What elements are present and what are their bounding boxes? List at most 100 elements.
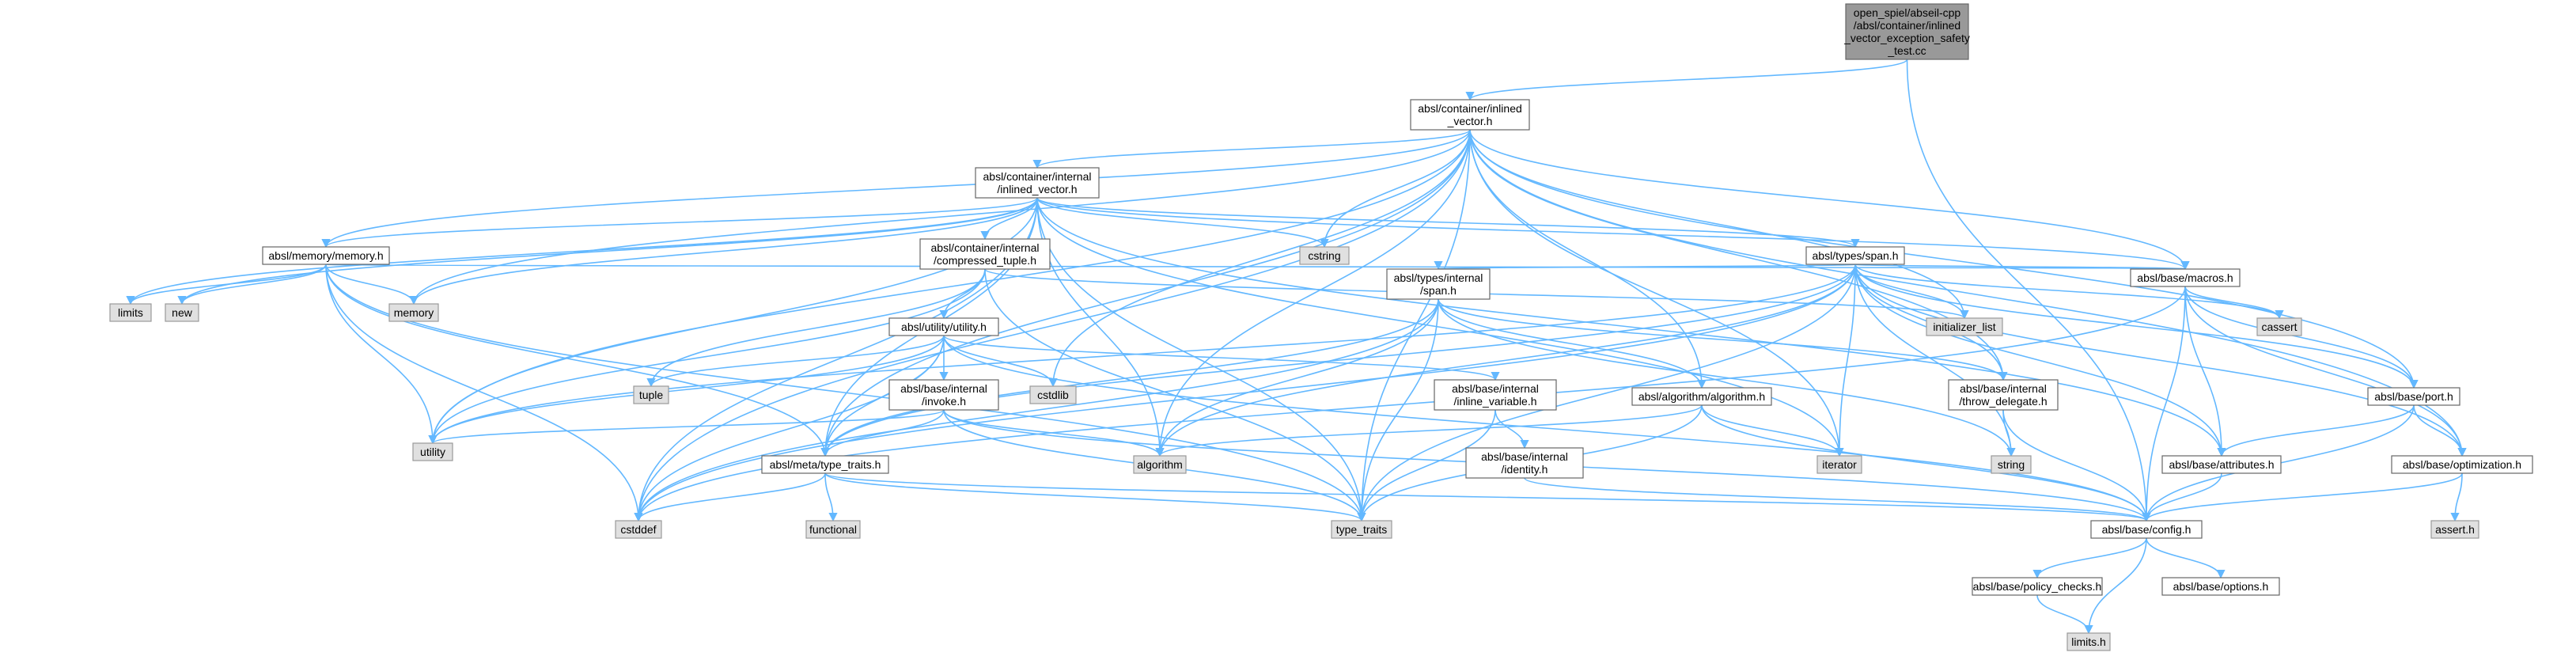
node-options[interactable]: absl/base/options.h (2161, 577, 2280, 596)
edge-types-internal-span-to-throw-delegate (1438, 298, 2008, 381)
node-box (388, 303, 439, 322)
edge-memory-h-to-memory (325, 264, 419, 305)
node-label: memory (394, 306, 434, 319)
node-types-internal-span[interactable]: absl/types/internal/span.h (1386, 268, 1491, 300)
node-box (1029, 385, 1077, 404)
node-label: string (1998, 458, 2025, 471)
node-config[interactable]: absl/base/config.h (2090, 520, 2203, 539)
node-label: absl/meta/type_traits.h (770, 458, 881, 471)
node-box (975, 167, 1100, 199)
edge-config-to-limits-h (2084, 537, 2147, 635)
node-label: /identity.h (1502, 463, 1548, 476)
node-root[interactable]: open_spiel/abseil-cpp/absl/container/inl… (1843, 3, 1970, 60)
node-invoke[interactable]: absl/base/internal/invoke.h (888, 379, 999, 411)
node-box (2367, 387, 2460, 406)
edge-span-to-algorithm (1155, 264, 1856, 457)
node-label: cassert (2261, 321, 2297, 333)
edge-types-internal-span-to-algorithm (1155, 298, 1439, 457)
edge-inlined-vector-to-throw-delegate (1469, 129, 2008, 381)
node-memory-h[interactable]: absl/memory/memory.h (262, 246, 390, 265)
node-inlined-vector[interactable]: absl/container/inlined_vector.h (1410, 99, 1530, 131)
edge-inlined-vector-to-macros (1469, 129, 2190, 271)
node-label: limits.h (2071, 635, 2106, 648)
edge-memory-h-to-limits (126, 264, 327, 305)
node-algorithm: algorithm (1133, 455, 1187, 474)
node-box (2161, 577, 2280, 596)
edge-internal-inlined-vector-to-attributes (1036, 197, 2226, 457)
edge-port-to-attributes (2217, 404, 2415, 457)
edge-throw-delegate-to-config (2002, 409, 2151, 522)
node-attributes[interactable]: absl/base/attributes.h (2161, 455, 2282, 474)
node-label: tuple (639, 389, 664, 401)
node-label: cstddef (620, 523, 656, 536)
edge-types-internal-span-to-string (1438, 298, 2016, 457)
node-label: open_spiel/abseil-cpp (1854, 6, 1961, 19)
node-utility-h[interactable]: absl/utility/utility.h (888, 317, 999, 336)
edge-macros-to-cstddef (634, 286, 2186, 522)
edge-utility-h-to-config (943, 335, 2151, 522)
node-box (1434, 379, 1557, 411)
edge-internal-inlined-vector-to-algorithm (1036, 197, 1165, 457)
node-span[interactable]: absl/types/span.h (1805, 246, 1905, 265)
edge-types-internal-span-to-algorithm-h (1438, 298, 1707, 389)
node-type-traits: type_traits (1331, 520, 1392, 539)
node-label: _vector_exception_safety (1843, 32, 1970, 44)
node-box (1805, 246, 1905, 265)
node-label: iterator (1822, 458, 1857, 471)
node-label: /absl/container/inlined (1854, 19, 1960, 32)
node-box (262, 246, 390, 265)
edges-layer (126, 59, 2467, 635)
node-box (888, 379, 999, 411)
edge-internal-inlined-vector-to-type-traits (1036, 197, 1366, 522)
node-label: absl/types/internal (1394, 271, 1483, 284)
edge-identity-to-config (1524, 477, 2151, 522)
node-box (1948, 379, 2059, 411)
node-box (109, 303, 152, 322)
node-label: absl/base/macros.h (2137, 271, 2233, 284)
edge-type-traits-h-to-functional (824, 472, 838, 522)
node-label: /inline_variable.h (1453, 395, 1536, 408)
node-macros[interactable]: absl/base/macros.h (2130, 268, 2241, 287)
node-label: /compressed_tuple.h (934, 254, 1036, 267)
edge-utility-h-to-tuple (646, 335, 945, 388)
node-initializer-list: initializer_list (1926, 317, 2003, 336)
node-type-traits-h[interactable]: absl/meta/type_traits.h (761, 455, 889, 474)
edge-types-internal-span-to-type-traits (1357, 298, 1439, 522)
edge-root-to-inlined-vector (1465, 59, 1908, 101)
edge-inlined-vector-to-memory-h (321, 129, 1471, 248)
edge-invoke-to-utility (428, 409, 945, 445)
node-label: initializer_list (1933, 321, 1995, 333)
node-box (2161, 455, 2282, 474)
node-throw-delegate[interactable]: absl/base/internal/throw_delegate.h (1948, 379, 2059, 411)
edge-macros-to-config (2142, 286, 2186, 522)
node-compressed-tuple[interactable]: absl/container/internal/compressed_tuple… (919, 238, 1051, 270)
edge-span-to-optimization (1854, 264, 2467, 457)
edge-internal-inlined-vector-to-memory-h (321, 197, 1038, 248)
node-label: absl/base/config.h (2102, 523, 2191, 536)
node-label: absl/base/internal (1960, 382, 2047, 395)
edge-memory-h-to-new (177, 264, 327, 305)
edge-compressed-tuple-to-utility (428, 268, 986, 445)
node-cassert: cassert (2256, 317, 2302, 336)
node-memory: memory (388, 303, 439, 322)
node-inline-variable[interactable]: absl/base/internal/inline_variable.h (1434, 379, 1557, 411)
edge-macros-to-cassert (2184, 286, 2284, 320)
edge-internal-inlined-vector-to-memory (409, 197, 1038, 305)
node-label: new (172, 306, 193, 319)
edge-inlined-vector-to-cstdlib (1048, 129, 1471, 388)
edge-inlined-vector-to-memory (409, 129, 1471, 305)
node-label: absl/base/policy_checks.h (1973, 580, 2102, 593)
node-box (761, 455, 889, 474)
node-box (1331, 520, 1392, 539)
node-box (2066, 632, 2111, 651)
edge-algorithm-h-to-iterator (1701, 404, 1844, 457)
node-label: absl/base/internal (900, 382, 987, 395)
node-port[interactable]: absl/base/port.h (2367, 387, 2460, 406)
node-algorithm-h[interactable]: absl/algorithm/algorithm.h (1631, 387, 1772, 406)
node-identity[interactable]: absl/base/internal/identity.h (1465, 447, 1584, 479)
node-policy-checks[interactable]: absl/base/policy_checks.h (1972, 577, 2103, 596)
node-internal-inlined-vector[interactable]: absl/container/internal/inlined_vector.h (975, 167, 1100, 199)
node-box (1410, 99, 1530, 131)
node-label: absl/base/options.h (2173, 580, 2269, 593)
node-optimization[interactable]: absl/base/optimization.h (2391, 455, 2533, 474)
